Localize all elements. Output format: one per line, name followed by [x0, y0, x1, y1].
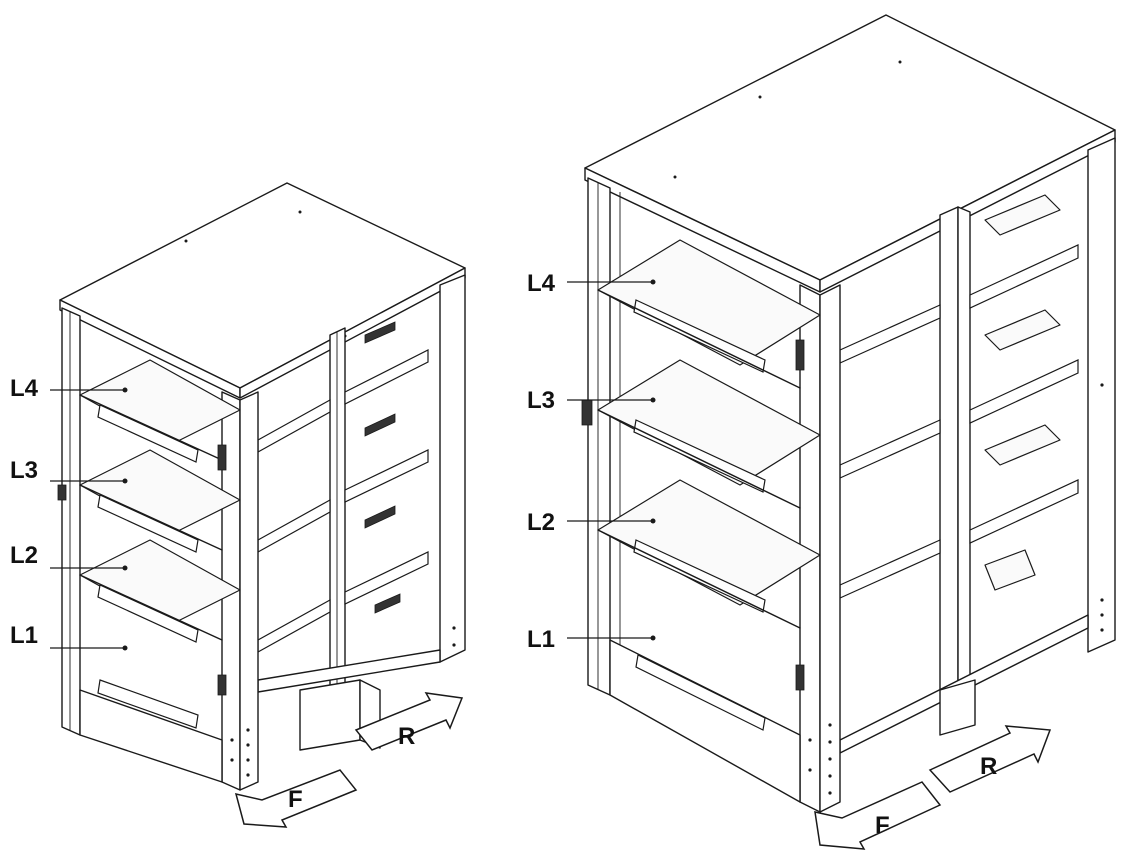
right-level-labels: L4 L3 L2 L1 — [527, 270, 656, 653]
left-cabinet: L4 L3 L2 L1 R F — [10, 182, 466, 828]
right-top-panel — [584, 14, 1116, 281]
left-label-l1: L1 — [10, 622, 38, 649]
right-bottom-handle — [635, 654, 766, 731]
left-label-l2: L2 — [10, 542, 38, 569]
right-rear-label: R — [980, 753, 997, 780]
left-rear-post — [439, 274, 466, 663]
left-top-panel — [59, 182, 466, 389]
left-rear-label: R — [398, 723, 415, 750]
right-front-shelves — [581, 239, 821, 691]
left-front-shelves — [57, 359, 241, 696]
right-front-label: F — [875, 812, 890, 839]
left-bottom-handle — [97, 679, 199, 729]
right-side-mid-post-inner — [957, 206, 971, 695]
right-direction-arrows: R F — [814, 725, 1052, 850]
left-front-label: F — [288, 786, 303, 813]
left-rear-arrow — [354, 692, 464, 751]
right-front-arrow — [814, 781, 942, 850]
right-label-l2: L2 — [527, 509, 555, 536]
left-label-l3: L3 — [10, 457, 38, 484]
right-rear-arrow — [928, 725, 1052, 793]
left-direction-arrows: R F — [234, 692, 464, 828]
right-side-mid-post — [939, 206, 959, 699]
left-front-bottom-panel — [79, 689, 223, 783]
right-rear-post — [1087, 137, 1116, 653]
left-front-arrow — [234, 769, 358, 828]
right-side-shelves — [839, 194, 1079, 599]
left-side-mid-post — [329, 327, 346, 698]
left-front-left-post — [61, 307, 81, 736]
right-label-l4: L4 — [527, 270, 556, 297]
left-front-right-post-side — [239, 391, 259, 791]
right-front-left-post — [587, 177, 611, 696]
right-cabinet: L4 L3 L2 L1 R F — [527, 14, 1116, 850]
right-front-right-post-side — [819, 284, 841, 813]
left-level-labels: L4 L3 L2 L1 — [10, 375, 128, 651]
right-base-foot — [939, 679, 976, 736]
left-base-foot — [299, 679, 361, 751]
right-label-l3: L3 — [527, 387, 555, 414]
right-label-l1: L1 — [527, 626, 555, 653]
left-label-l4: L4 — [10, 375, 39, 402]
